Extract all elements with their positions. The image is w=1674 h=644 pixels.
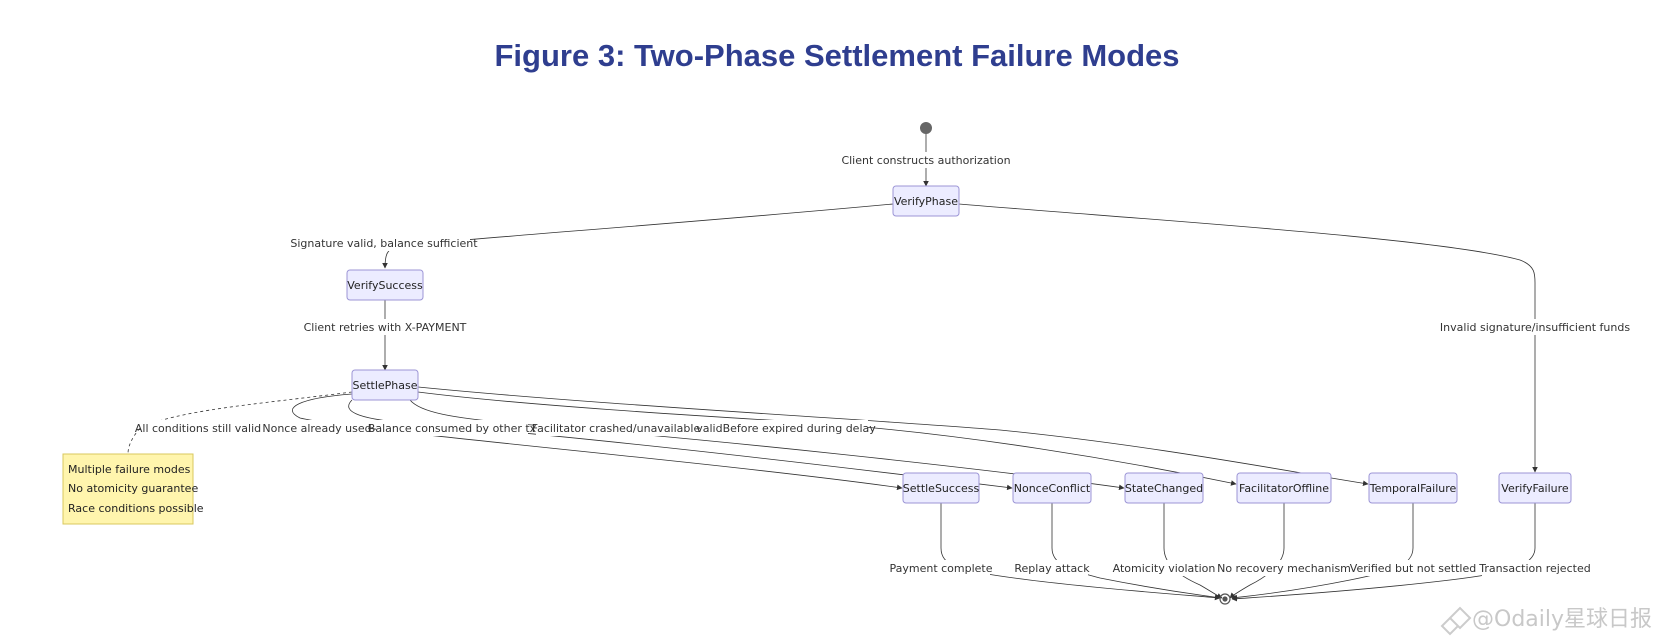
edge-label-verify-success: Signature valid, balance sufficient <box>290 235 478 251</box>
diagram-title: Figure 3: Two-Phase Settlement Failure M… <box>494 38 1180 73</box>
edge-label-no-recovery: No recovery mechanism <box>1217 560 1351 576</box>
svg-text:Invalid signature/insufficient: Invalid signature/insufficient funds <box>1440 321 1630 334</box>
edge-settle-to-state <box>409 399 1125 491</box>
svg-text:Nonce already used: Nonce already used <box>262 422 371 435</box>
svg-text:Balance consumed by other tx: Balance consumed by other tx <box>368 422 537 435</box>
edge-label-state: Balance consumed by other tx <box>368 420 537 436</box>
watermark: @Odaily星球日报 <box>1440 606 1652 636</box>
edge-failure-to-end <box>1231 503 1536 602</box>
svg-text:@Odaily星球日报: @Odaily星球日报 <box>1472 607 1652 632</box>
node-nonce-conflict: NonceConflict <box>1012 472 1092 504</box>
node-settle-success: SettleSuccess <box>902 472 980 504</box>
start-state <box>920 122 932 134</box>
note-line-1: Multiple failure modes <box>68 463 191 476</box>
svg-text:StateChanged: StateChanged <box>1125 482 1203 495</box>
edge-label-temporal: validBefore expired during delay <box>696 420 876 436</box>
end-state <box>1219 593 1231 605</box>
node-state-changed: StateChanged <box>1124 472 1204 504</box>
node-settle-phase: SettlePhase <box>351 369 419 401</box>
edge-label-atomicity: Atomicity violation <box>1113 560 1216 576</box>
note-connector <box>127 391 353 455</box>
edge-state-to-end <box>1163 503 1223 599</box>
svg-text:Transaction rejected: Transaction rejected <box>1478 562 1590 575</box>
watermark-logo-icon <box>1440 606 1472 636</box>
edge-label-verify-failure: Invalid signature/insufficient funds <box>1440 319 1630 335</box>
edge-label-verified-not-settled: Verified but not settled <box>1350 560 1476 576</box>
edge-label-rejected: Transaction rejected <box>1478 560 1591 576</box>
svg-text:SettleSuccess: SettleSuccess <box>903 482 980 495</box>
svg-text:Atomicity violation: Atomicity violation <box>1113 562 1216 575</box>
edge-temporal-to-end <box>1231 503 1414 601</box>
edge-verify-to-success <box>382 203 894 269</box>
edge-facilitator-to-end <box>1229 503 1285 599</box>
edge-label-settle-success: All conditions still valid <box>135 420 261 436</box>
svg-text:Payment complete: Payment complete <box>889 562 992 575</box>
svg-text:SettlePhase: SettlePhase <box>352 379 417 392</box>
edge-label-facilitator: Facilitator crashed/unavailable <box>532 420 701 436</box>
svg-text:Replay attack: Replay attack <box>1014 562 1090 575</box>
svg-text:validBefore expired during del: validBefore expired during delay <box>696 422 876 435</box>
edge-success-to-end <box>940 503 1221 601</box>
edge-nonce-to-end <box>1051 503 1221 600</box>
svg-text:Client constructs authorizatio: Client constructs authorization <box>841 154 1010 167</box>
note-box: Multiple failure modes No atomicity guar… <box>62 453 204 525</box>
svg-text:NonceConflict: NonceConflict <box>1014 482 1091 495</box>
node-verify-phase: VerifyPhase <box>892 185 960 217</box>
svg-text:VerifyPhase: VerifyPhase <box>894 195 958 208</box>
svg-text:VerifyFailure: VerifyFailure <box>1501 482 1569 495</box>
svg-text:Signature valid, balance suffi: Signature valid, balance sufficient <box>290 237 478 250</box>
note-line-3: Race conditions possible <box>68 502 204 515</box>
svg-text:FacilitatorOffline: FacilitatorOffline <box>1239 482 1329 495</box>
edge-label-replay: Replay attack <box>1014 560 1090 576</box>
node-temporal-failure: TemporalFailure <box>1368 472 1458 504</box>
edge-label-start: Client constructs authorization <box>841 152 1011 168</box>
svg-text:VerifySuccess: VerifySuccess <box>347 279 423 292</box>
edge-settle-to-facilitator <box>417 391 1237 486</box>
edge-settle-to-nonce <box>348 399 1013 491</box>
edge-label-payment-complete: Payment complete <box>889 560 993 576</box>
note-line-2: No atomicity guarantee <box>68 482 198 495</box>
svg-text:Client retries with X-PAYMENT: Client retries with X-PAYMENT <box>304 321 467 334</box>
node-facilitator-offline: FacilitatorOffline <box>1236 472 1332 504</box>
svg-text:Facilitator crashed/unavailabl: Facilitator crashed/unavailable <box>532 422 701 435</box>
edge-settle-to-temporal <box>417 386 1369 486</box>
node-verify-success: VerifySuccess <box>346 269 424 301</box>
node-verify-failure: VerifyFailure <box>1498 472 1572 504</box>
edge-label-nonce: Nonce already used <box>262 420 372 436</box>
svg-text:TemporalFailure: TemporalFailure <box>1369 482 1457 495</box>
edge-settle-to-success <box>292 393 903 491</box>
svg-text:No recovery mechanism: No recovery mechanism <box>1217 562 1351 575</box>
edge-label-retry: Client retries with X-PAYMENT <box>304 319 467 335</box>
edge-verify-to-failure <box>958 203 1538 473</box>
svg-text:Verified but not settled: Verified but not settled <box>1350 562 1476 575</box>
svg-text:All conditions still valid: All conditions still valid <box>135 422 261 435</box>
